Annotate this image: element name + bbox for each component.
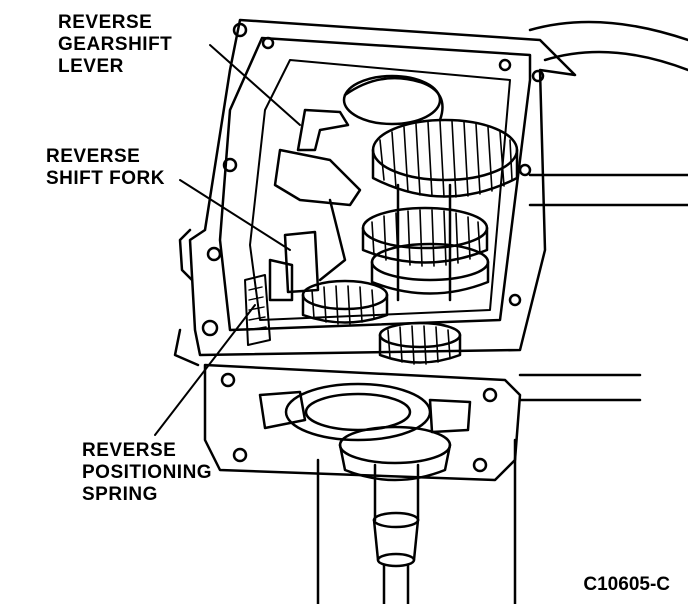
label-line: SPRING	[82, 484, 158, 505]
label-reverse-shift-fork: REVERSE SHIFT FORK	[46, 146, 165, 190]
leader-lines	[154, 44, 301, 436]
label-line: POSITIONING	[82, 462, 213, 483]
leader-shift-fork	[179, 179, 291, 251]
label-line: REVERSE	[82, 440, 177, 461]
label-line: SHIFT FORK	[46, 168, 165, 189]
shift-mechanism	[244, 108, 362, 346]
front-plate	[203, 363, 522, 604]
label-reverse-positioning-spring: REVERSE POSITIONING SPRING	[82, 440, 212, 506]
label-line: REVERSE	[58, 12, 153, 33]
support-rails	[518, 20, 688, 402]
label-reverse-gearshift-lever: REVERSE GEARSHIFT LEVER	[58, 12, 172, 78]
bellhousing	[316, 438, 517, 604]
transmission-case	[173, 18, 577, 367]
label-line: GEARSHIFT	[58, 34, 173, 55]
gear-cluster	[301, 74, 519, 365]
label-line: REVERSE	[46, 146, 141, 167]
figure-id: C10605-C	[583, 574, 670, 595]
leader-gearshift-lever	[209, 44, 301, 126]
label-line: LEVER	[58, 56, 124, 77]
leader-positioning-spring	[154, 304, 256, 436]
